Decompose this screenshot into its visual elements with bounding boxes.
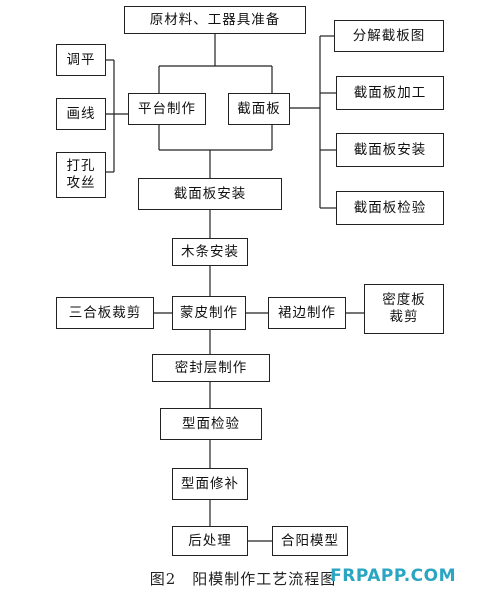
box-platform: 平台制作 xyxy=(128,93,206,125)
box-skin: 蒙皮制作 xyxy=(172,296,246,330)
box-density-board: 密度板 裁剪 xyxy=(364,284,444,334)
box-level: 调平 xyxy=(56,44,106,76)
figure-caption: 图2 阳模制作工艺流程图 xyxy=(149,570,337,588)
box-decompose: 分解截板图 xyxy=(334,20,444,52)
box-skirt: 裙边制作 xyxy=(268,297,346,329)
box-seal-layer: 密封层制作 xyxy=(152,354,270,382)
box-plywood: 三合板裁剪 xyxy=(56,297,154,329)
box-close-mold: 合阳模型 xyxy=(272,526,348,556)
box-scribe: 画线 xyxy=(56,98,106,130)
box-section-panel: 截面板 xyxy=(228,93,290,125)
box-post-process: 后处理 xyxy=(172,526,248,556)
box-installing: 截面板安装 xyxy=(336,133,444,167)
box-section-install: 截面板安装 xyxy=(138,178,282,210)
box-surface-repair: 型面修补 xyxy=(172,468,248,500)
box-raw-materials: 原材料、工器具准备 xyxy=(124,6,306,34)
watermark: FRPAPP.COM xyxy=(330,566,456,586)
box-machining: 截面板加工 xyxy=(336,76,444,110)
box-surface-check: 型面检验 xyxy=(160,408,262,440)
box-drill-tap: 打孔 攻丝 xyxy=(56,152,106,198)
box-wood-strip: 木条安装 xyxy=(172,238,248,266)
box-inspection: 截面板检验 xyxy=(336,191,444,225)
